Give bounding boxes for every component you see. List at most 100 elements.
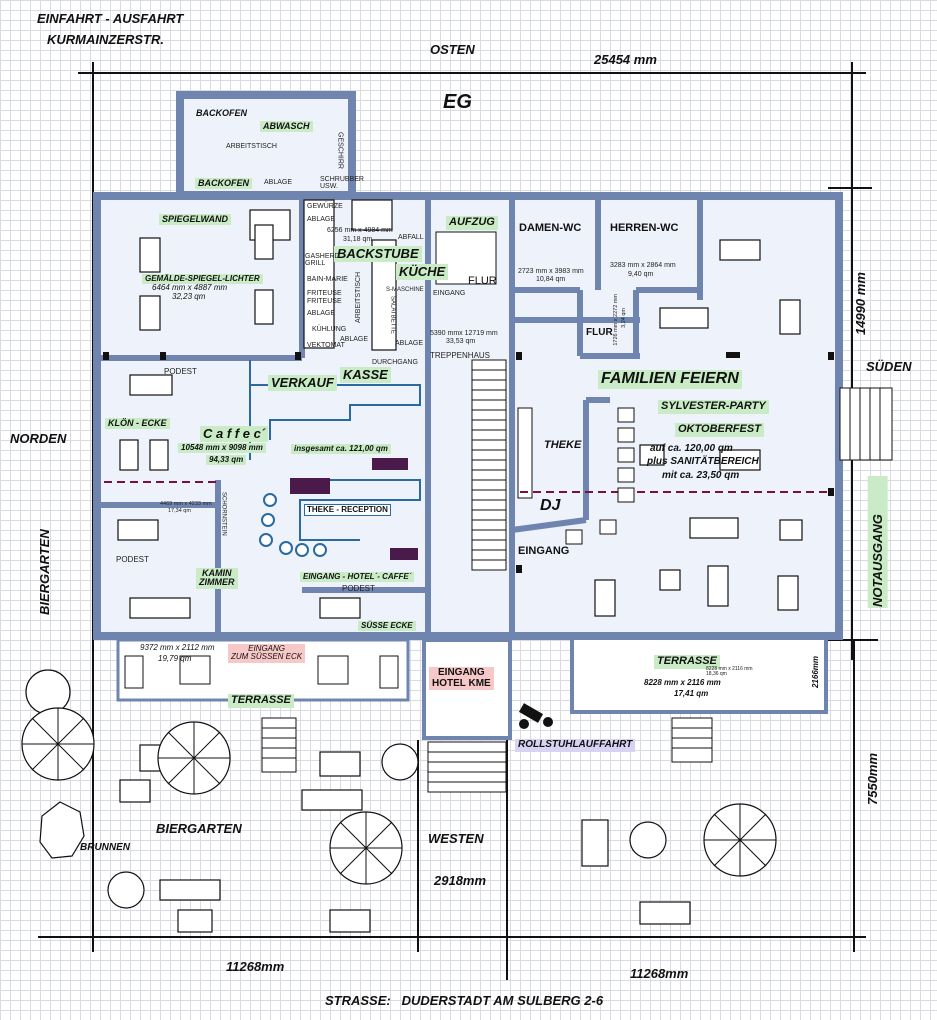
theke-reception-label: THEKE - RECEPTION (304, 504, 391, 517)
kasse-label: KASSE (340, 367, 391, 383)
flur2-size: 1726 mm x 2272 mm (613, 294, 619, 346)
terrasse-right-size: 8228 mm x 2116 mm (644, 678, 721, 687)
terrasse-left-area: 19,79 qm (158, 654, 192, 663)
schrubber-label: SCHRUBBER USW. (320, 176, 364, 191)
damen-wc-label: DAMEN-WC (519, 222, 582, 234)
compass-west: WESTEN (428, 831, 484, 846)
podest-3: PODEST (342, 584, 375, 593)
area-note-2: plus SANITÄTBEREICH (647, 456, 759, 467)
schornstein-label: SCHORNSTEIN (220, 492, 227, 536)
terrasse-right-label: TERRASSE (654, 655, 720, 669)
dimension-bottom-left: 11268mm (226, 959, 285, 974)
steps (261, 387, 893, 793)
brunnen-label: BRUNNEN (80, 842, 130, 853)
small-room-size: 4469 mm x 4233 mm (160, 501, 212, 507)
biergarten-side-label: BIERGARTEN (37, 529, 52, 615)
kueche-label: KÜCHE (396, 264, 449, 280)
header-title-line2: KURMAINZERSTR. (47, 32, 164, 47)
damen-size: 2723 mm x 3983 mm (518, 268, 584, 275)
sylvester-label: SYLVESTER-PARTY (658, 400, 769, 414)
dimension-right-upper: 14990 mm (853, 272, 868, 335)
floor-label: EG (443, 91, 472, 113)
herren-size: 3283 mm x 2864 mm (610, 262, 676, 269)
gemaelde-label: GEMÄLDE-SPIEGEL-LICHTER (142, 274, 263, 285)
eingang-suessen-label: EINGANG ZUM SÜSSEN ECK (228, 644, 306, 663)
compass-east: OSTEN (430, 42, 475, 57)
ablage-annex: ABLAGE (264, 179, 293, 186)
familien-feiern-label: FAMILIEN FEIERN (598, 370, 742, 389)
friteuse-1: FRITEUSE (307, 290, 342, 297)
treppenhaus-label: TREPPENHAUS (430, 351, 491, 360)
dimension-top: 25454 mm (594, 52, 657, 67)
notausgang-label: NOTAUSGANG (868, 476, 888, 608)
aufzug-label: AUFZUG (446, 216, 498, 230)
ablage-a: ABLAGE (307, 216, 336, 223)
gemaelde-size: 6464 mm x 4887 mm (152, 283, 228, 292)
caffee-label: C a f f e c´ (200, 426, 269, 442)
flur-label: FLUR (468, 275, 497, 287)
kuehlung-label: KÜHLUNG (312, 326, 347, 333)
kloen-ecke-label: KLÖN - ECKE (105, 418, 170, 430)
eingang-small: EINGANG (433, 290, 466, 297)
flur-area: 33,53 qm (446, 338, 476, 345)
dimension-bottom-right: 11268mm (630, 966, 689, 981)
compass-north: NORDEN (10, 431, 67, 446)
terrasse-right-depth: 2166mm (811, 656, 820, 689)
bain-marie-label: BAIN-MARIE (307, 276, 348, 283)
abfall-label: ABFALL (398, 234, 424, 241)
header-title-line1: EINFAHRT - AUSFAHRT (37, 11, 184, 26)
wheelchair-icon (518, 703, 553, 729)
ablage-d: ABLAGE (395, 340, 424, 347)
gasherd-label: GASHERD GRILL (305, 253, 340, 268)
caffee-size: 10548 mm x 9098 mm (178, 443, 266, 454)
small-room-area: 17,34 qm (168, 508, 191, 514)
backstube-label: BACKSTUBE (334, 246, 422, 262)
kamin-zimmer-label: KAMIN ZIMMER (196, 568, 238, 589)
theke-label: THEKE (544, 439, 582, 451)
main-building (93, 192, 843, 640)
herren-wc-label: HERREN-WC (610, 222, 679, 234)
backstube-area: 31,18 qm (343, 236, 373, 243)
gewuerze-label: GEWÜRZE (307, 203, 343, 210)
umbrella-spokes (22, 708, 776, 884)
terrasse-left-label: TERRASSE (228, 694, 294, 708)
geschirr-label: GESCHIRR (336, 132, 344, 169)
durchgang-label: DURCHGANG (372, 359, 418, 366)
terrasse-right-tiny: 8228 mm x 2116 mm 18,36 qm (706, 666, 753, 678)
eingang-hotel-caffee: EINGANG - HOTEL´- CAFFE´ (300, 572, 415, 583)
street-address: STRASSE: DUDERSTADT AM SULBERG 2-6 (325, 993, 604, 1008)
insgesamt-label: insgesamt ca. 121,00 qm (291, 444, 391, 455)
eingang-hotel-label: EINGANG HOTEL KME (429, 667, 494, 690)
eingang-main-label: EINGANG (518, 545, 570, 557)
spiegelwand-label: SPIEGELWAND (159, 214, 232, 226)
podest-2: PODEST (116, 555, 149, 564)
backstube-size: 6256 mm x 4984 mm (327, 227, 393, 234)
area-note-1: auf ca. 120,00 qm (650, 443, 733, 454)
vektomat-label: VEKTOMAT (307, 342, 345, 349)
flur2-area: 3,24 qm (621, 308, 627, 328)
backofen-top: BACKOFEN (196, 108, 247, 118)
podest-1: PODEST (164, 367, 197, 376)
ablage-c: ABLAGE (340, 336, 369, 343)
compass-south: SÜDEN (866, 359, 912, 374)
suesse-ecke-label: SÜSSE ECKE (358, 621, 416, 632)
abwasch-label: ABWASCH (260, 121, 313, 133)
oktoberfest-label: OKTOBERFEST (675, 423, 764, 437)
biergarten-label: BIERGARTEN (156, 821, 242, 836)
area-note-3: mit ca. 23,50 qm (662, 470, 740, 481)
verkauf-label: VERKAUF (268, 375, 337, 391)
backofen-bottom: BACKOFEN (195, 178, 252, 190)
terraces (116, 638, 828, 740)
arbeitstisch-annex: ARBEITSTISCH (226, 143, 277, 150)
friteuse-2: FRITEUSE (307, 298, 342, 305)
herren-area: 9,40 qm (628, 271, 654, 278)
terrasse-right-area: 17,41 qm (674, 689, 709, 698)
ablage-b: ABLAGE (307, 310, 336, 317)
dimension-entrance: 2918mm (434, 873, 487, 888)
terrasse-left-size: 9372 mm x 2112 mm (140, 643, 215, 652)
flur-size: 5390 mmx 12719 mm (430, 330, 498, 337)
dimension-right-lower: 7550mm (865, 752, 880, 805)
arbeitstisch-vertical: ARBEITSTISCH (355, 272, 362, 323)
caffee-area: 94,33 qm (206, 455, 247, 466)
